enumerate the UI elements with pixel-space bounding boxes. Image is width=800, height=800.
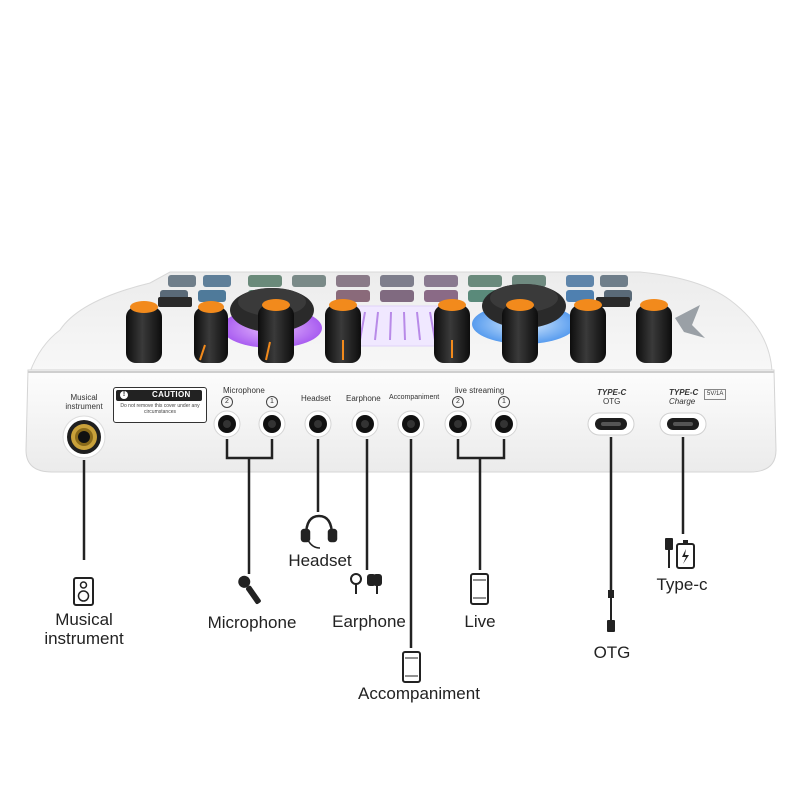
live-callout: Live [464,612,496,631]
caution-text: Do not remove this cover under any circu… [120,403,200,415]
caution-label: ! CAUTION Do not remove this cover under… [113,387,207,423]
earphone-panel-label: Earphone [346,394,381,403]
typec-ports [587,412,707,436]
typec-otg-title: TYPE-C [597,388,627,397]
knobs [126,299,672,363]
live-streaming-panel-label: live streaming [455,386,505,395]
audio-jacks [213,410,518,438]
typec-callout: Type-c [656,575,708,594]
microphone-panel-label: Microphone [223,386,265,395]
phone-icon [470,573,489,605]
port-number-2: 2 [221,396,233,408]
accompaniment-callout: Accompaniment [358,684,480,703]
musical-instrument-panel-label: Musical instrument [65,393,103,411]
otg-callout: OTG [593,643,631,662]
caution-header: ! CAUTION [116,390,202,401]
headset-panel-label: Headset [301,394,331,403]
callout-lines [82,437,685,648]
info-icon: ! [120,391,128,399]
caution-title: CAUTION [152,390,191,399]
port-number-1: 1 [266,396,278,408]
typec-charge-spec: 5V/1A [704,389,727,400]
port-number-1: 1 [498,396,510,408]
speaker-icon [73,577,94,606]
musical-instrument-callout: Musical instrument [44,610,124,648]
earphone-callout: Earphone [332,612,406,631]
typec-charge-title: TYPE-C [669,388,699,397]
headset-icon [300,514,338,549]
usb-cable-icon [607,590,615,632]
pad-buttons [158,275,632,307]
instrument-jack [62,415,106,459]
phone-icon [402,651,421,683]
earphone-icon [350,573,382,594]
accompaniment-panel-label: Accompaniment [389,394,440,401]
microphone-callout: Microphone [207,613,297,632]
port-number-2: 2 [452,396,464,408]
charger-icon [665,538,695,569]
headset-callout: Headset [288,551,352,570]
typec-otg-sub: OTG [603,397,621,406]
typec-charge-sub: Charge [669,397,696,406]
microphone-icon [238,575,261,605]
